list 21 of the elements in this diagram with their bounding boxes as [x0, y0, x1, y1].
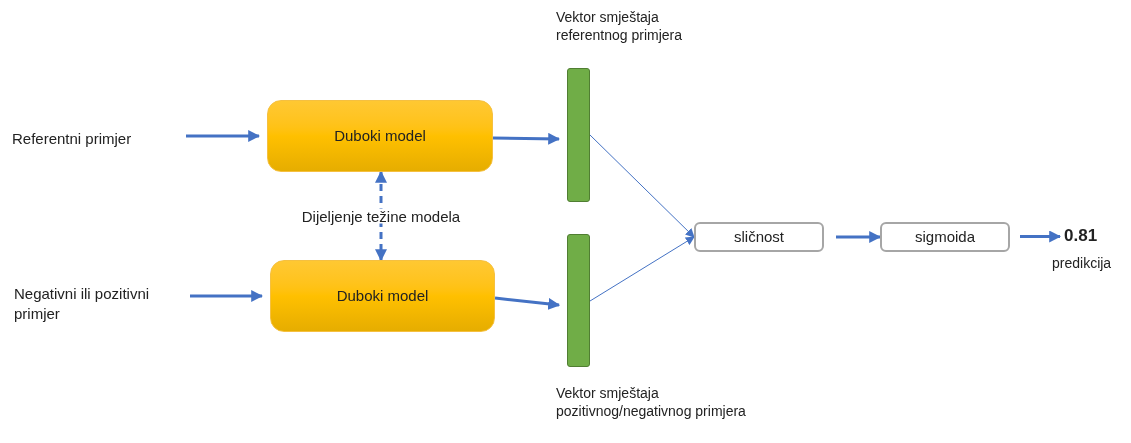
- model-box: Duboki model: [270, 260, 495, 332]
- arrow: [589, 134, 695, 238]
- arrow: [836, 231, 882, 243]
- arrow: [494, 296, 561, 310]
- output-value: 0.81: [1064, 225, 1108, 247]
- node-caption: Vektor smještaja referentnog primjera: [556, 8, 684, 44]
- arrow: [1020, 230, 1062, 243]
- embedding-bar: [567, 234, 590, 367]
- arrow: [589, 236, 695, 302]
- arrow: [375, 170, 387, 262]
- embedding-bar: [567, 68, 590, 202]
- arrow: [186, 130, 261, 142]
- input-label: Negativni ili pozitivni primjer: [14, 284, 186, 324]
- input-label: Referentni primjer: [12, 128, 182, 150]
- model-box: Duboki model: [267, 100, 493, 172]
- process-box: sigmoida: [880, 222, 1010, 252]
- node-caption: Vektor smještaja pozitivnog/negativnog primjera: [556, 384, 747, 420]
- arrow: [492, 132, 561, 145]
- arrow: [190, 290, 264, 302]
- process-box: sličnost: [694, 222, 824, 252]
- node-caption: predikcija: [1052, 254, 1113, 272]
